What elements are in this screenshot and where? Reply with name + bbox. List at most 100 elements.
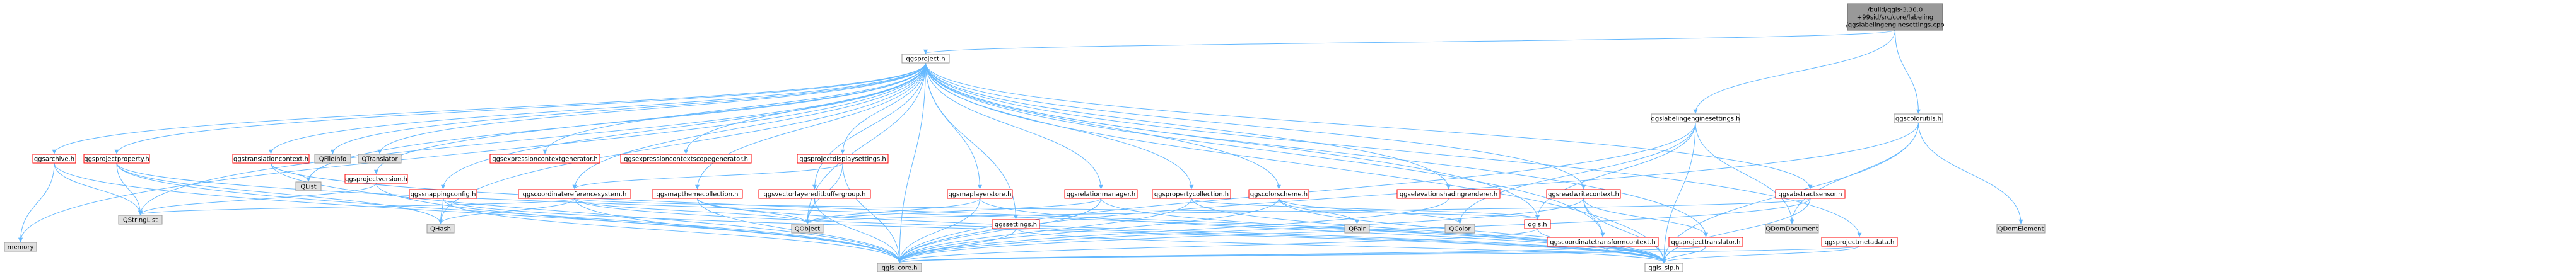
edge-qgsproject-to-qgscoordinatetransformcontext	[925, 62, 1605, 237]
node-QStringList[interactable]: QStringList	[118, 215, 163, 225]
edge-qgscoordinatetransformcontext-to-qgis_sip	[1602, 246, 1666, 263]
node-qgis_sip[interactable]: qgis_sip.h	[1644, 263, 1683, 272]
edge-root-to-qgslabelingenginesettings	[1693, 30, 1895, 114]
edge-qgsprojectversion-to-QStringList	[138, 183, 377, 215]
edge-qgselevationshadingrenderer-to-qgis_core	[897, 198, 1449, 263]
node-label: qgscolorscheme.h	[1250, 191, 1308, 198]
node-QDomElement[interactable]: QDomElement	[1996, 224, 2046, 234]
node-qgsprojectdisplaysettings[interactable]: qgsprojectdisplaysettings.h	[797, 154, 889, 164]
node-qgsreadwritecontext[interactable]: qgsreadwritecontext.h	[1546, 189, 1621, 199]
node-label: QPair	[1349, 226, 1366, 233]
edge-qgsprojectproperty-to-qgis_core	[116, 162, 902, 263]
edge-qgsproject-to-qgselevationshadingrenderer	[925, 62, 1451, 190]
edge-qgsproject-to-qgsmapthemecollection	[695, 62, 926, 190]
node-label: qgsprojectmetadata.h	[1825, 239, 1895, 246]
edge-qgsproject-to-QTranslator	[377, 62, 926, 154]
node-label: qgsvectorlayereditbuffergroup.h	[764, 191, 866, 198]
node-label: QObject	[795, 226, 821, 233]
node-QPair[interactable]: QPair	[1344, 224, 1370, 234]
node-label: qgsexpressioncontextscopegenerator.h	[624, 156, 748, 163]
node-qgslabelingenginesettings[interactable]: qgslabelingenginesettings.h	[1651, 113, 1740, 123]
edge-qgsproject-to-qgsprojectmetadata	[925, 62, 1862, 237]
edge-qgsproject-to-QFileInfo	[331, 62, 926, 154]
node-QDomDocument[interactable]: QDomDocument	[1765, 224, 1819, 234]
node-QColor[interactable]: QColor	[1444, 224, 1475, 234]
node-QObject[interactable]: QObject	[791, 224, 824, 234]
edge-qgsproject-to-qgsrelationmanager	[925, 62, 1103, 190]
edge-qgscoordinatereferencesystem-to-qgis	[574, 198, 1540, 220]
node-qgsmaplayerstore[interactable]: qgsmaplayerstore.h	[947, 189, 1013, 199]
node-qgscoordinatereferencesystem[interactable]: qgscoordinatereferencesystem.h	[518, 189, 631, 199]
node-qgsexpressioncontextgenerator[interactable]: qgsexpressioncontextgenerator.h	[489, 154, 600, 164]
node-label: qgscolorutils.h	[1895, 116, 1941, 123]
edge-qgscoordinatereferencesystem-to-QObject	[574, 198, 810, 224]
edge-qgsarchive-to-memory	[18, 162, 55, 242]
node-qgsexpressioncontextscopegenerator[interactable]: qgsexpressioncontextscopegenerator.h	[620, 154, 752, 164]
node-label: qgsarchive.h	[34, 156, 74, 163]
node-qgselevationshadingrenderer[interactable]: qgselevationshadingrenderer.h	[1396, 189, 1501, 199]
node-qgsprojectmetadata[interactable]: qgsprojectmetadata.h	[1821, 237, 1898, 247]
node-label: qgsmapthemecollection.h	[657, 191, 739, 198]
edge-qgsreadwritecontext-to-qgsprojecttranslator	[1583, 198, 1708, 237]
edge-qgsproject-to-qgstranslationcontext	[269, 62, 926, 154]
node-label: QStringList	[123, 217, 158, 224]
edge-qgsproject-to-qgscoordinatereferencesystem	[572, 62, 926, 190]
edge-qgsmaplayerstore-to-qgis_core	[897, 198, 980, 263]
edge-qgspropertycollection-to-qgis_sip	[1191, 198, 1666, 263]
edge-qgsproject-to-qgsprojectdisplaysettings	[840, 62, 926, 154]
node-label: qgsprojectversion.h	[345, 176, 407, 183]
edge-qgscoordinatereferencesystem-to-qgis_sip	[574, 198, 1666, 263]
node-label: QList	[300, 184, 316, 191]
edge-qgsproject-to-qgis_sip	[925, 62, 1666, 263]
node-qgscolorscheme[interactable]: qgscolorscheme.h	[1248, 189, 1309, 199]
node-qgsrelationmanager[interactable]: qgsrelationmanager.h	[1064, 189, 1138, 199]
node-label: qgspropertycollection.h	[1154, 191, 1229, 198]
node-QList[interactable]: QList	[295, 181, 322, 191]
node-qgsprojectversion[interactable]: qgsprojectversion.h	[344, 174, 408, 184]
node-root: /build/qgis-3.36.0+99sid/src/core/labeli…	[1846, 3, 1945, 31]
edge-qgsmapthemecollection-to-QObject	[697, 198, 810, 224]
node-qgis_core[interactable]: qgis_core.h	[877, 263, 922, 272]
node-qgscoordinatetransformcontext[interactable]: qgscoordinatetransformcontext.h	[1547, 237, 1659, 247]
edge-qgscolorutils-to-QDomDocument	[1789, 122, 1919, 224]
node-label: qgselevationshadingrenderer.h	[1400, 191, 1497, 198]
edge-qgsprojectproperty-to-QStringList	[116, 162, 143, 215]
node-qgsvectorlayereditbuffergroup[interactable]: qgsvectorlayereditbuffergroup.h	[758, 189, 871, 199]
node-qgsarchive[interactable]: qgsarchive.h	[32, 154, 76, 164]
node-label: qgsabstractsensor.h	[1779, 191, 1842, 198]
node-qgssnappingconfig[interactable]: qgssnappingconfig.h	[409, 189, 477, 199]
node-label: qgsprojectproperty.h	[84, 156, 149, 163]
node-qgsprojectproperty[interactable]: qgsprojectproperty.h	[83, 154, 150, 164]
edge-qgssnappingconfig-to-qgis_sip	[443, 198, 1666, 263]
edge-qgsmapthemecollection-to-qgis_sip	[697, 198, 1666, 263]
node-label: qgsreadwritecontext.h	[1548, 191, 1619, 198]
edge-qgsvectorlayereditbuffergroup-to-qgis_core	[814, 198, 902, 263]
node-QTranslator[interactable]: QTranslator	[358, 154, 402, 164]
node-qgsprojecttranslator[interactable]: qgsprojecttranslator.h	[1668, 237, 1743, 247]
node-QFileInfo[interactable]: QFileInfo	[314, 154, 351, 164]
node-label: QTranslator	[361, 156, 398, 163]
node-QHash[interactable]: QHash	[426, 224, 455, 234]
edge-root-to-qgscolorutils	[1895, 30, 1921, 114]
node-label: qgscoordinatereferencesystem.h	[523, 191, 627, 198]
edge-qgscolorscheme-to-qgis_core	[897, 198, 1279, 263]
node-label: memory	[8, 244, 34, 251]
node-qgssettings[interactable]: qgssettings.h	[992, 219, 1040, 229]
node-label: QHash	[430, 226, 451, 233]
node-memory[interactable]: memory	[4, 242, 37, 252]
node-label: qgsmaplayerstore.h	[948, 191, 1011, 198]
edge-qgsreadwritecontext-to-qgscoordinatetransformcontext	[1583, 198, 1605, 237]
edge-qgsprojectmetadata-to-qgis_core	[898, 246, 1860, 263]
node-qgspropertycollection[interactable]: qgspropertycollection.h	[1152, 189, 1231, 199]
node-qgsmapthemecollection[interactable]: qgsmapthemecollection.h	[652, 189, 743, 199]
node-qgis[interactable]: qgis.h	[1524, 219, 1551, 229]
node-qgstranslationcontext[interactable]: qgstranslationcontext.h	[232, 154, 310, 164]
node-qgscolorutils[interactable]: qgscolorutils.h	[1894, 113, 1943, 123]
edge-qgspropertycollection-to-qgis	[1191, 198, 1540, 220]
edge-qgslabelingenginesettings-to-qgis_sip	[1661, 122, 1696, 263]
edge-qgscoordinatereferencesystem-to-QStringList	[138, 198, 575, 215]
edge-root-to-qgsproject	[923, 30, 1895, 54]
node-qgsproject[interactable]: qgsproject.h	[901, 54, 950, 64]
node-qgsabstractsensor[interactable]: qgsabstractsensor.h	[1775, 189, 1846, 199]
